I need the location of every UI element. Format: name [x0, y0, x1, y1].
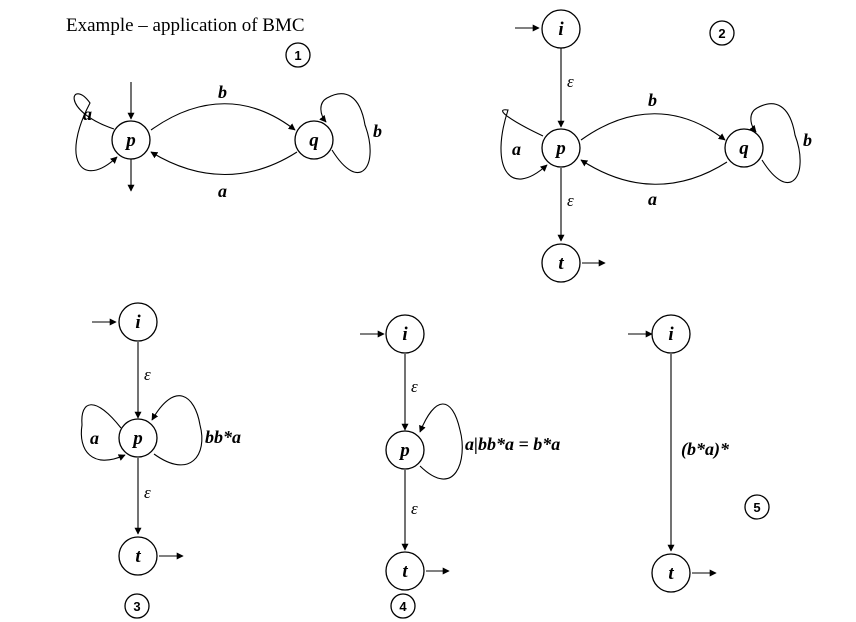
p-self-loop-a — [80, 404, 126, 461]
state-q — [294, 120, 334, 160]
state-i — [118, 302, 158, 342]
q-to-p-label: a — [648, 189, 657, 209]
step-3-automaton: 3 ε ε a bb*a i p t — [80, 302, 241, 619]
step-3-number: 3 — [133, 599, 140, 614]
step-5-badge — [744, 494, 770, 520]
p-self-loop-b-a — [419, 403, 463, 480]
q-to-p-edge — [150, 151, 298, 175]
state-p-label: p — [131, 428, 143, 449]
state-q-label: q — [739, 138, 749, 159]
p-loop-b-a-label: a|bb*a = b*a — [465, 434, 560, 454]
state-t — [541, 243, 581, 283]
p-to-t-label: ε — [411, 499, 418, 518]
i-to-p-label: ε — [144, 365, 151, 384]
state-p — [111, 120, 151, 160]
p-to-q-label: b — [218, 82, 227, 102]
step-5-automaton: 5 (b*a)* i t — [628, 314, 770, 593]
step-4-number: 4 — [399, 599, 407, 614]
q-self-loop-b — [319, 93, 371, 173]
state-p — [118, 418, 158, 458]
step-2-automaton: 2 ε ε a b a b i p q t — [500, 9, 812, 283]
state-p — [385, 430, 425, 470]
p-to-q-edge — [150, 103, 296, 131]
state-t — [118, 536, 158, 576]
state-i-label: i — [402, 324, 408, 345]
state-i-label: i — [668, 324, 674, 345]
p-loop-a-label: a — [83, 104, 92, 124]
q-to-p-label: a — [218, 181, 227, 201]
p-to-q-edge — [580, 113, 726, 141]
state-t-label: t — [402, 561, 408, 582]
step-1-automaton: 1 a b a b p q — [73, 42, 382, 201]
step-1-badge — [285, 42, 311, 68]
state-p — [541, 128, 581, 168]
p-loop-bb-a-label: bb*a — [205, 427, 241, 447]
state-q — [724, 128, 764, 168]
state-q-label: q — [309, 130, 319, 151]
state-i-label: i — [135, 312, 141, 333]
state-p-label: p — [554, 138, 566, 159]
state-t-label: t — [135, 546, 141, 567]
q-to-p-edge — [580, 159, 728, 185]
p-self-loop-bb-a — [151, 395, 203, 466]
state-t — [651, 553, 691, 593]
step-4-automaton: 4 ε ε a|bb*a = b*a i p t — [360, 314, 560, 619]
step-5-number: 5 — [753, 500, 760, 515]
page-title: Example – application of BMC — [66, 15, 305, 36]
step-2-number: 2 — [718, 26, 725, 41]
p-to-q-label: b — [648, 90, 657, 110]
step-4-badge — [390, 593, 416, 619]
state-i — [541, 9, 581, 49]
p-loop-a-label: a — [90, 428, 99, 448]
step-1-number: 1 — [294, 48, 301, 63]
p-to-t-label: ε — [567, 191, 574, 210]
step-2-badge — [709, 20, 735, 46]
state-t-label: t — [558, 253, 564, 274]
i-to-t-label: (b*a)* — [681, 439, 730, 460]
p-self-loop-a — [500, 109, 548, 180]
state-i — [651, 314, 691, 354]
state-p-label: p — [124, 130, 136, 151]
state-p-label: p — [398, 440, 410, 461]
q-loop-b-label: b — [803, 130, 812, 150]
step-3-badge — [124, 593, 150, 619]
p-self-loop-a — [73, 93, 118, 172]
state-t-label: t — [668, 563, 674, 584]
state-i-label: i — [558, 19, 564, 40]
i-to-p-label: ε — [411, 377, 418, 396]
q-loop-b-label: b — [373, 121, 382, 141]
i-to-p-label: ε — [567, 72, 574, 91]
p-to-t-label: ε — [144, 483, 151, 502]
state-i — [385, 314, 425, 354]
state-t — [385, 551, 425, 591]
p-loop-a-label: a — [512, 139, 521, 159]
q-self-loop-b — [749, 103, 801, 183]
